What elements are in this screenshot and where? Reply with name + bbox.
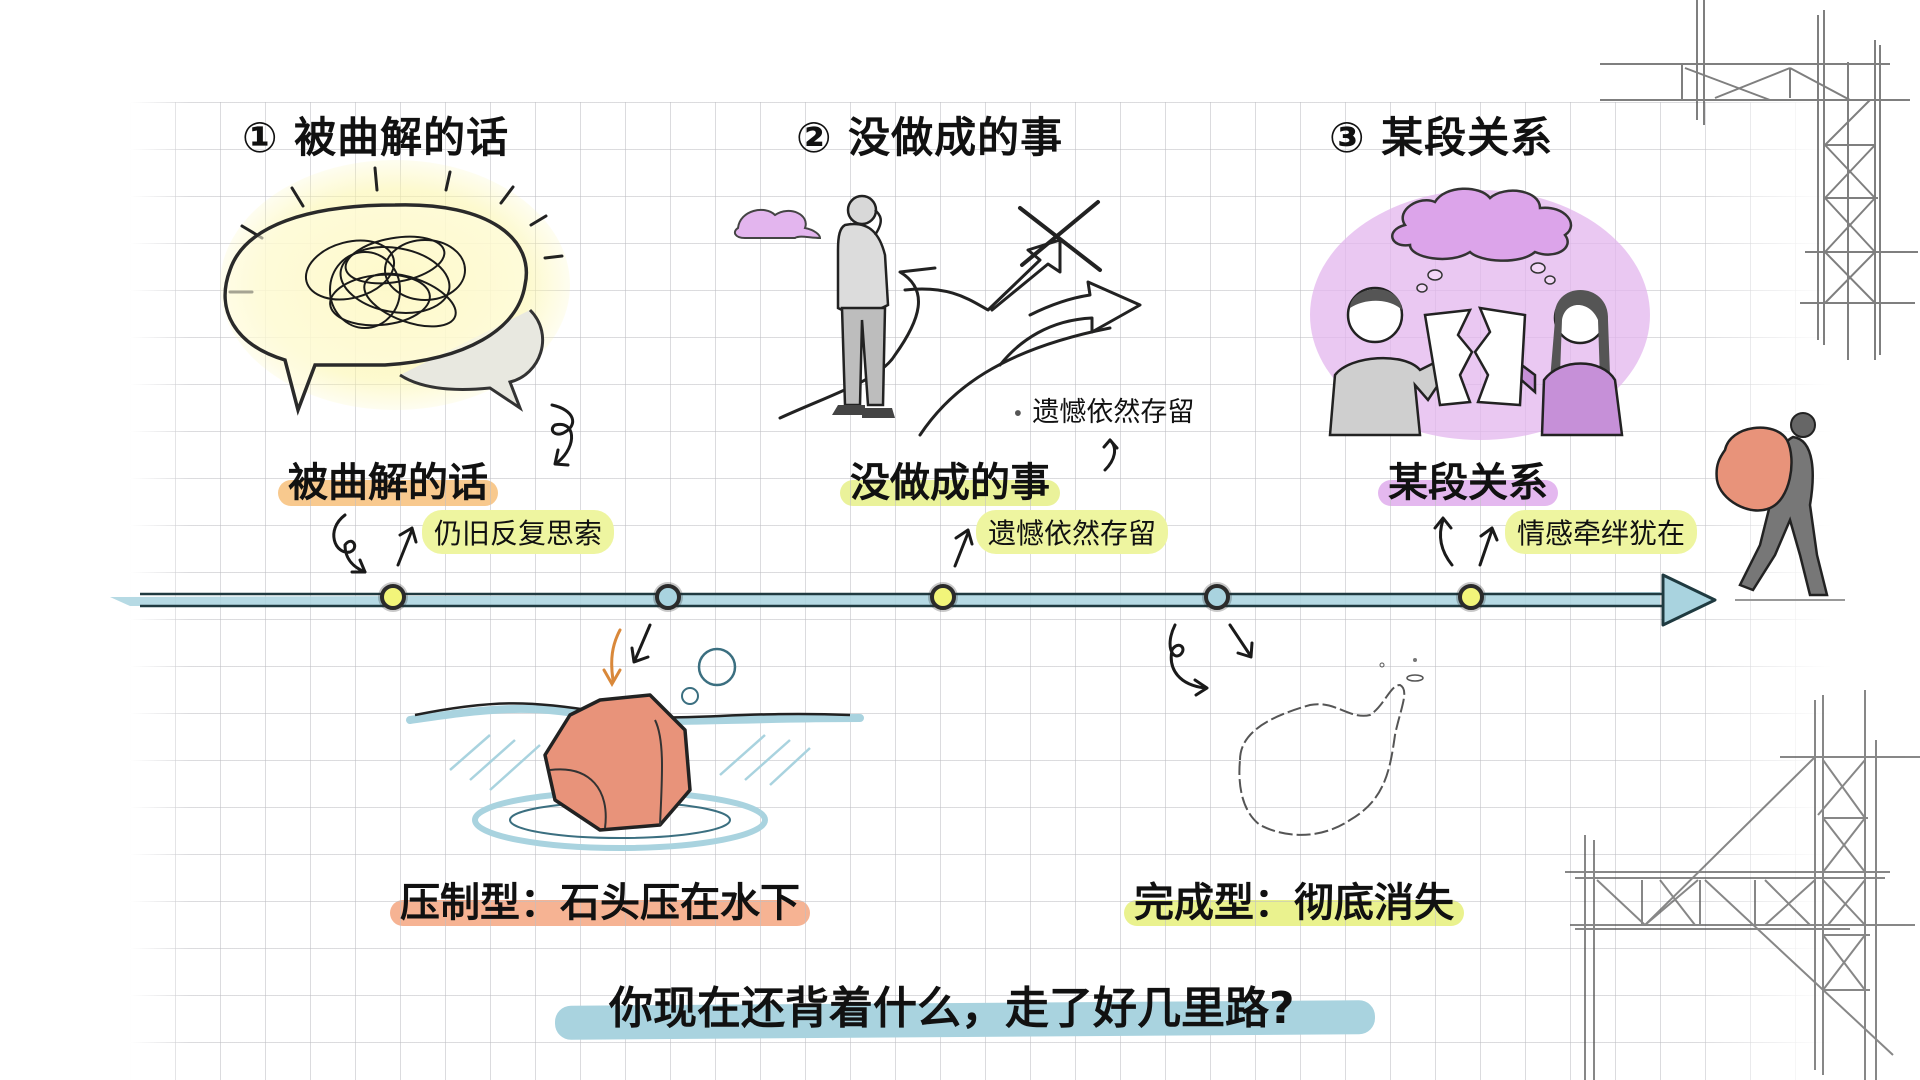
timeline-node-3[interactable] [930, 584, 956, 610]
crossroads-man-icon [733, 194, 1142, 437]
timeline-node-2[interactable] [655, 584, 681, 610]
note-still-pondering: 仍旧反复思索 [422, 510, 615, 554]
label-relationship: 某段关系 [1378, 450, 1558, 508]
heading-unfinished-things: ② 没做成的事 [796, 113, 1064, 162]
heading-distorted-words: ① 被曲解的话 [242, 113, 510, 162]
bullet-dot-icon: • [1012, 401, 1024, 426]
dissolved-outline-icon [1238, 658, 1424, 836]
label-distorted-words: 被曲解的话 [278, 450, 498, 508]
heading-relationship: ③ 某段关系 [1329, 113, 1554, 162]
rock-in-water-icon [406, 647, 864, 851]
timeline-node-1[interactable] [380, 584, 406, 610]
note-regret-remains: 遗憾依然存留 [976, 510, 1169, 554]
man-carrying-rock-icon [1715, 412, 1845, 601]
label-unfinished-things: 没做成的事 [840, 450, 1060, 508]
closing-question: 你现在还背着什么，走了好几里路? [609, 983, 1295, 1034]
timeline-arrow [110, 573, 1717, 627]
aside-note-regret: • 遗憾依然存留 [1012, 397, 1195, 428]
scaffold-bottom-right-icon [1565, 690, 1920, 1080]
timeline-node-4[interactable] [1204, 584, 1230, 610]
scaffold-top-right-icon [1600, 0, 1918, 360]
torn-relationship-icon [1310, 187, 1650, 440]
note-emotional-bond: 情感牵绊犹在 [1505, 510, 1698, 554]
tangled-speech-bubble-icon [220, 160, 570, 416]
outcome-completed-label: 完成型：彻底消失 [1124, 870, 1464, 928]
outcome-suppressed-label: 压制型：石头压在水下 [390, 870, 810, 928]
timeline-node-5[interactable] [1458, 584, 1484, 610]
